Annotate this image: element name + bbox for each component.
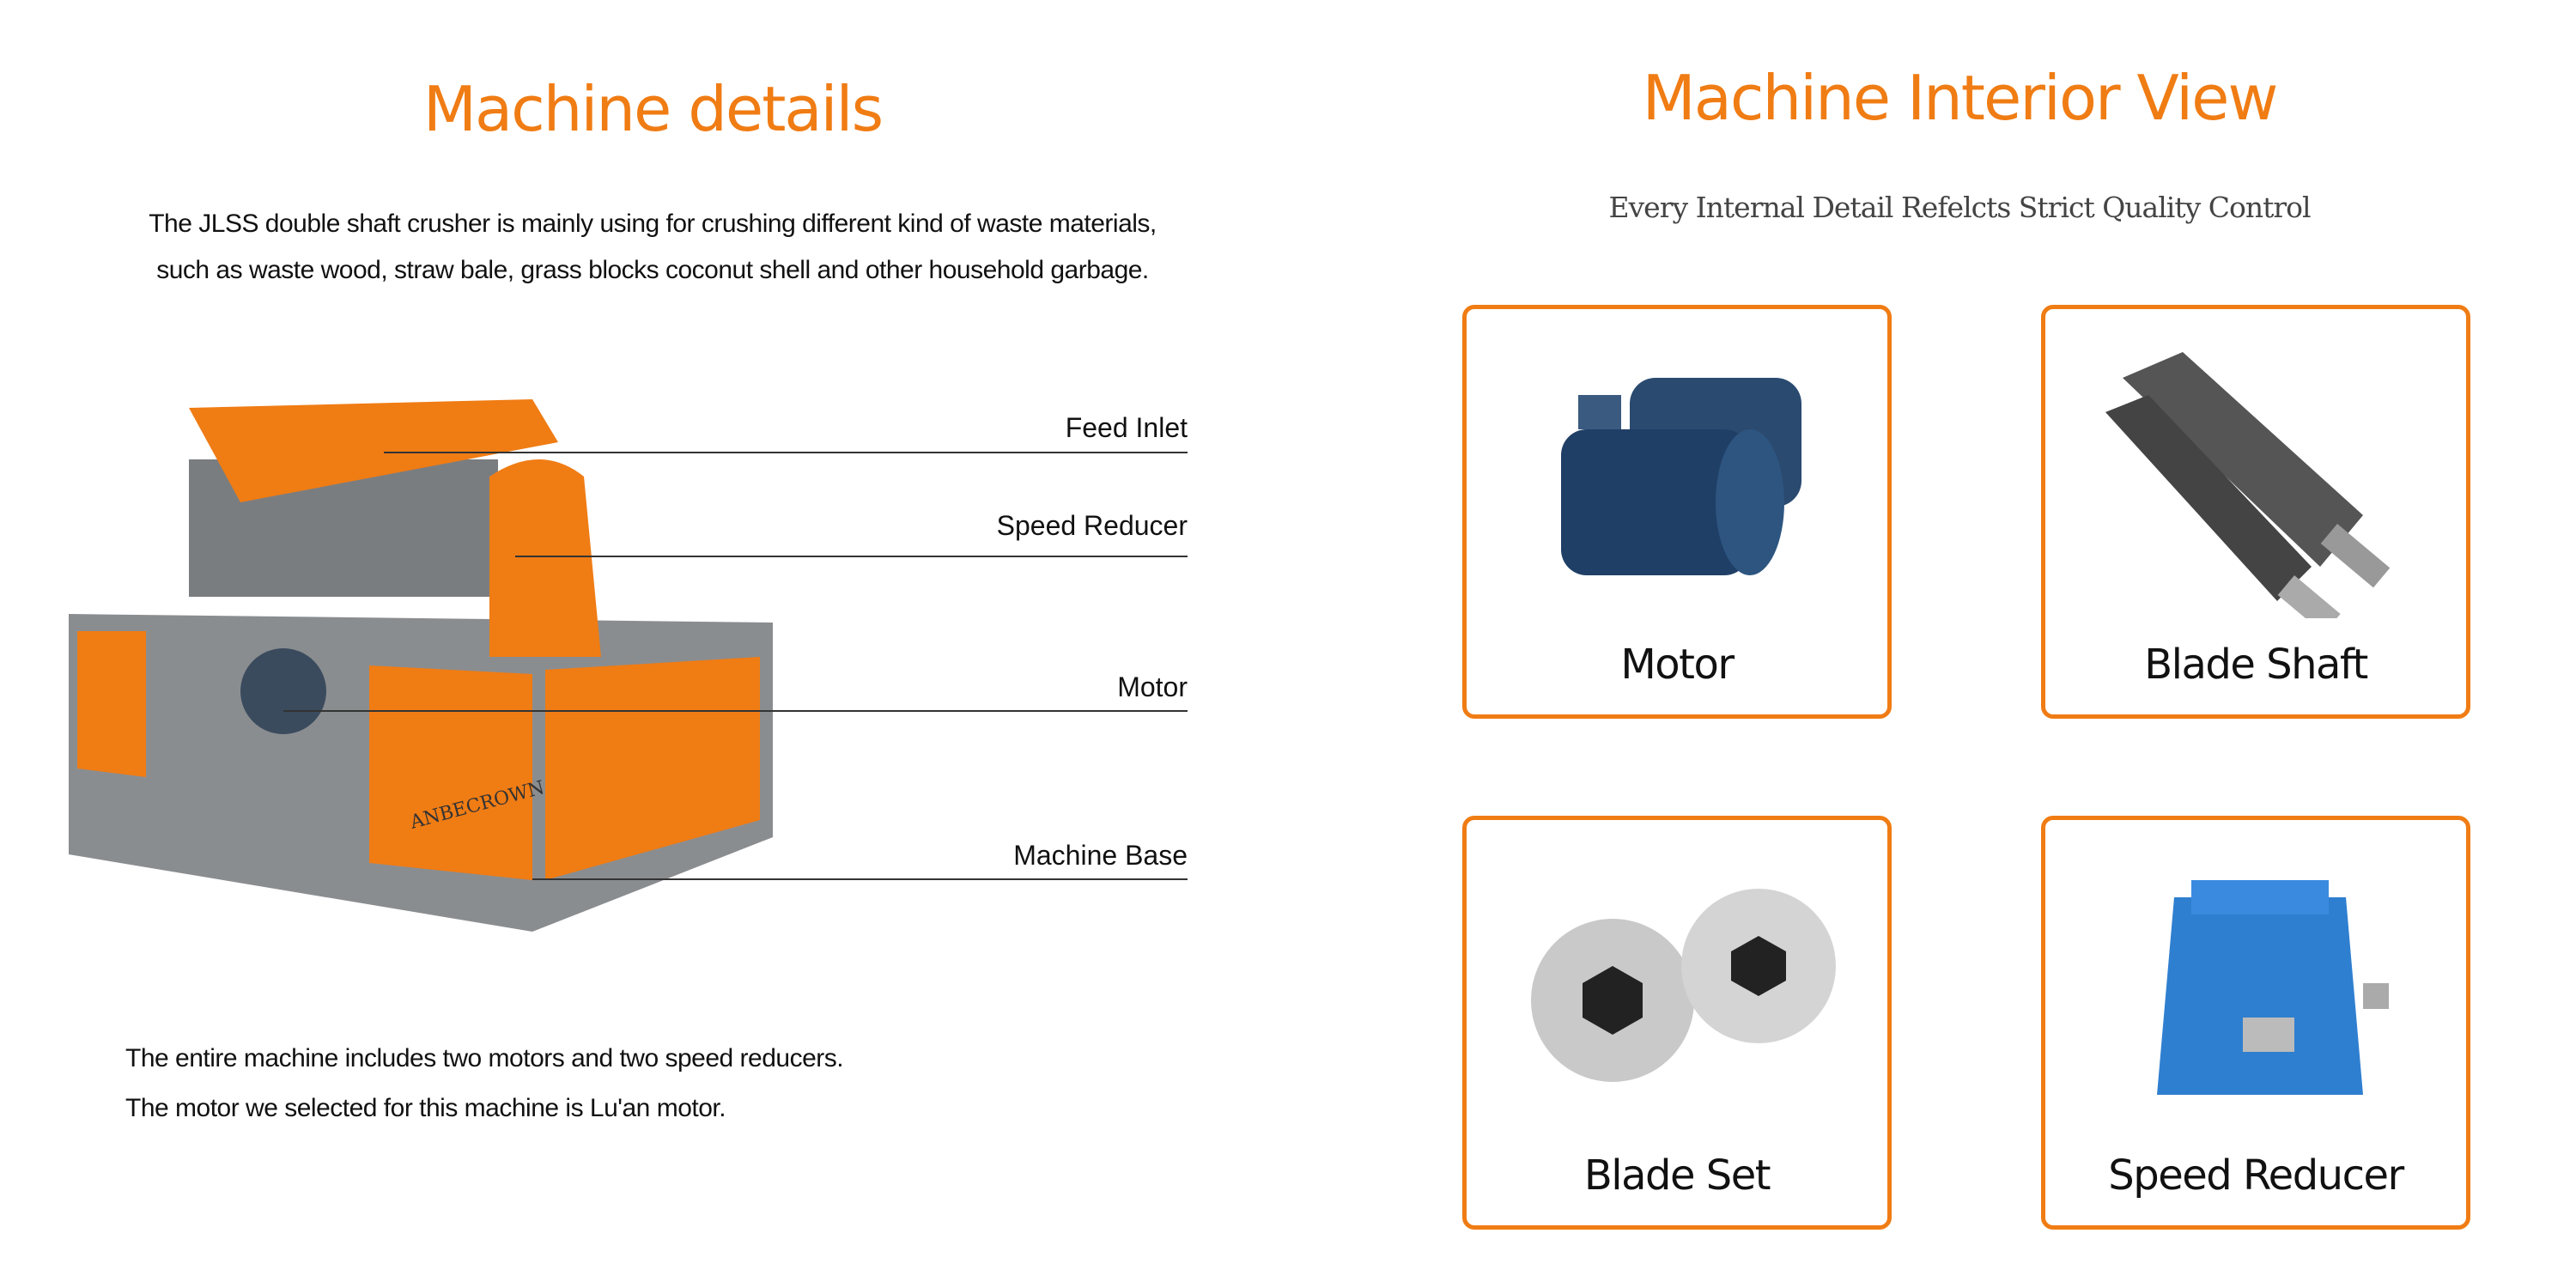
motor-image: [1561, 378, 1801, 575]
intro-line-1: The JLSS double shaft crusher is mainly …: [149, 210, 1157, 238]
card-motor: Motor: [1462, 305, 1892, 719]
footer-line-1: The entire machine includes two motors a…: [125, 1044, 844, 1072]
card-label: Speed Reducer: [2108, 1151, 2404, 1200]
callout-speed-reducer: Speed Reducer: [996, 510, 1188, 541]
card-speed-reducer: Speed Reducer: [2041, 816, 2470, 1230]
blade-shaft-image: [2105, 352, 2391, 618]
shredder-machine-image: ANBECROWN: [69, 399, 773, 932]
card-blade-shaft: Blade Shaft: [2041, 305, 2470, 719]
speed-reducer-image: [2157, 880, 2389, 1095]
card-label: Motor: [1620, 641, 1735, 689]
card-blade-set: Blade Set: [1462, 816, 1892, 1230]
callout-motor: Motor: [1117, 671, 1188, 702]
interior-view-subtitle: Every Internal Detail Refelcts Strict Qu…: [1608, 191, 2311, 224]
motor-leader-line: [283, 710, 1188, 712]
footer-line-2: The motor we selected for this machine i…: [125, 1094, 726, 1122]
machine-details-title: Machine details: [422, 73, 884, 145]
callout-machine-base: Machine Base: [1013, 840, 1188, 871]
machine-base-leader-line: [532, 878, 1188, 880]
speed-reducer-leader-line: [515, 556, 1188, 557]
interior-view-title: Machine Interior View: [1642, 62, 2279, 134]
blade-set-image: [1531, 889, 1836, 1082]
card-label: Blade Set: [1583, 1151, 1771, 1200]
intro-line-2: such as waste wood, straw bale, grass bl…: [156, 256, 1149, 284]
card-label: Blade Shaft: [2144, 641, 2368, 689]
callout-feed-inlet: Feed Inlet: [1065, 412, 1188, 443]
feed-inlet-leader-line: [384, 452, 1188, 453]
